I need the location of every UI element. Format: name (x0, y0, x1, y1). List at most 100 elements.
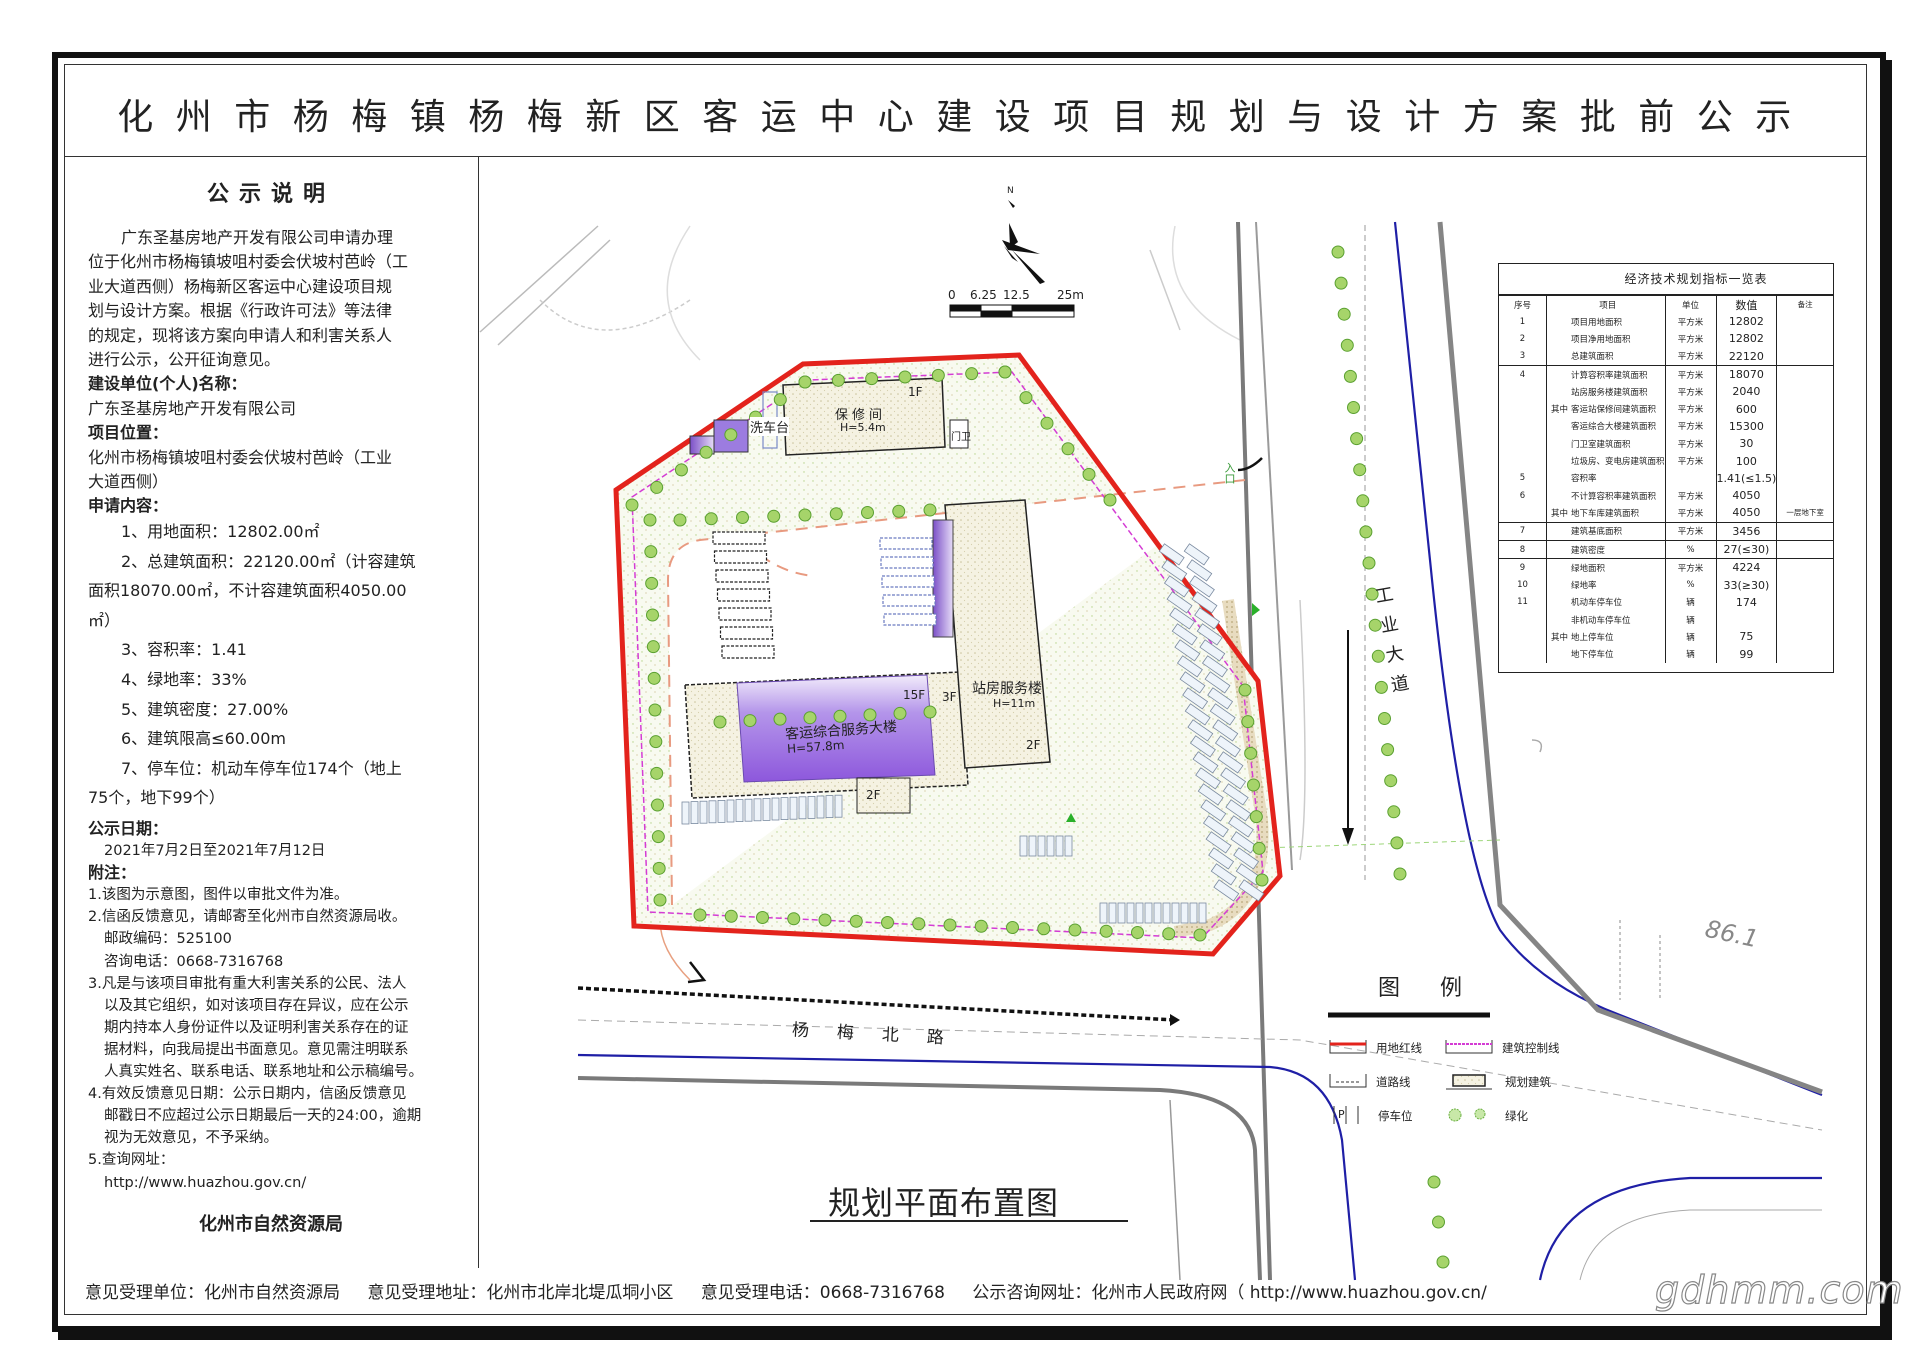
tree-icon (893, 706, 907, 720)
tree-icon (892, 504, 906, 518)
cell-seq: 4 (1499, 364, 1547, 384)
tree-icon (773, 712, 787, 726)
panel-divider (478, 156, 479, 1268)
tree-icon (1255, 873, 1269, 887)
tree-icon (931, 368, 945, 382)
parking-space (744, 798, 753, 822)
parking-space (681, 801, 690, 825)
cell-item: 其中客运站保修间建筑面积 (1546, 400, 1666, 418)
cell-note (1777, 646, 1833, 663)
table-row: 非机动车停车位辆 (1499, 611, 1833, 629)
tree-icon (1374, 680, 1388, 694)
note-line: 1.该图为示意图，图件以审批文件为准。 (88, 887, 349, 904)
cell-unit: 平方米 (1677, 334, 1704, 345)
scale-label-3: 25m (1057, 288, 1084, 302)
tree-icon (1353, 463, 1367, 477)
note-line: 3.凡是与该项目审批有重大利害关系的公民、法人 (88, 975, 407, 992)
parking-space (1117, 902, 1126, 924)
parking-space (1161, 559, 1188, 582)
cell-seq: 7 (1499, 521, 1547, 541)
tree-icon (1350, 432, 1364, 446)
intro-line: 的规定，现将该方案向申请人和利害关系人 (88, 325, 393, 345)
tree-icon (798, 508, 812, 522)
tree-icon (652, 861, 666, 875)
parking-space (1201, 655, 1228, 678)
intro-line: 划与设计方案。根据《行政许可法》等法律 (88, 301, 393, 321)
cell-item: 项目用地面积 (1546, 313, 1666, 331)
surrounding-lines (479, 225, 1241, 361)
cell-note (1777, 611, 1833, 628)
footer-website[interactable]: 公示咨询网址：化州市人民政府网（ http://www.huazhou.gov.… (972, 1283, 1487, 1303)
cell-item: 绿地率 (1546, 576, 1666, 594)
parking-space (1197, 783, 1224, 806)
website-link[interactable]: http://www.huazhou.gov.cn/ (104, 1174, 307, 1191)
notice-notes: 公示日期： 2021年7月2日至2021年7月12日 附注： 1.该图为示意图，… (88, 818, 423, 1194)
station-floors: 2F (1026, 738, 1041, 752)
note-line: 邮戳日不应超过公示日期最后一天的24:00，逾期 (104, 1108, 422, 1125)
tree-icon (648, 703, 662, 717)
cell-value: 75 (1715, 628, 1778, 646)
cell-item-label: 不计算容积率建筑面积 (1571, 491, 1657, 502)
parking-space (1204, 671, 1231, 694)
parking-space (1171, 902, 1180, 924)
tree-icon (645, 576, 659, 590)
cell-item: 建筑基底面积 (1546, 521, 1666, 541)
cell-unit: 平方米 (1677, 422, 1704, 433)
cell-item: 其中地下车库建筑面积 (1546, 504, 1666, 523)
parking-space (1180, 902, 1189, 924)
tree-icon (861, 506, 874, 519)
cell-item-label: 建筑密度 (1571, 545, 1606, 556)
parking-space (726, 799, 735, 823)
cell-item: 站房服务楼建筑面积 (1546, 383, 1666, 401)
parking-space (699, 800, 708, 824)
tree-icon (1082, 467, 1096, 481)
parking-row (718, 607, 772, 621)
col-unit: 单位 (1682, 300, 1700, 311)
parking-space (771, 797, 780, 821)
cell-note (1777, 487, 1833, 504)
parking-space (780, 797, 789, 820)
cell-value: 99 (1715, 645, 1778, 663)
parking-space (1186, 559, 1213, 582)
tree-icon (1387, 805, 1401, 819)
tree-icon (724, 909, 738, 923)
cell-note: 一层地下室 (1786, 508, 1824, 518)
cell-value: 15300 (1715, 417, 1778, 436)
cell-item-label: 地下停车位 (1571, 650, 1614, 661)
parking-row (713, 550, 768, 564)
parking-space (1199, 639, 1226, 662)
parking-space (1202, 815, 1229, 838)
parking-space (1227, 815, 1254, 838)
tree-icon (1365, 587, 1379, 601)
gate-house (949, 419, 969, 449)
cell-value (1715, 611, 1778, 629)
tree-icon (1371, 649, 1385, 663)
trees (625, 245, 1450, 1269)
tree-icon (1019, 391, 1033, 405)
note-line: 期内持本人身份证件以及证明利害关系存在的证 (104, 1019, 409, 1036)
gate-label: 门卫 (951, 432, 971, 443)
cell-value: 12802 (1715, 330, 1778, 348)
cell-item: 地下停车位 (1546, 645, 1666, 663)
tree-icon (1347, 401, 1360, 414)
tree-icon (743, 714, 757, 728)
content-line: 75个，地下99个） (88, 788, 225, 808)
cell-item: 项目净用地面积 (1546, 330, 1666, 348)
tree-icon (1381, 743, 1395, 757)
cell-note (1777, 330, 1833, 347)
parking-row (715, 569, 769, 583)
cell-unit: 平方米 (1677, 457, 1704, 468)
cell-unit: % (1686, 580, 1695, 591)
table-header-row: 序号 项目 单位 数值 备注 (1499, 296, 1833, 313)
parking-space (1166, 591, 1193, 614)
cell-value: 600 (1715, 400, 1778, 418)
road-yangmei-north (577, 919, 1823, 1281)
cell-unit: 平方米 (1665, 364, 1717, 384)
cell-unit: 辆 (1686, 598, 1695, 609)
site-red-line (613, 352, 1283, 957)
cell-item-label: 地上停车位 (1571, 632, 1614, 643)
content-line: 2、总建筑面积：22120.00㎡（计容建筑 (121, 551, 416, 571)
